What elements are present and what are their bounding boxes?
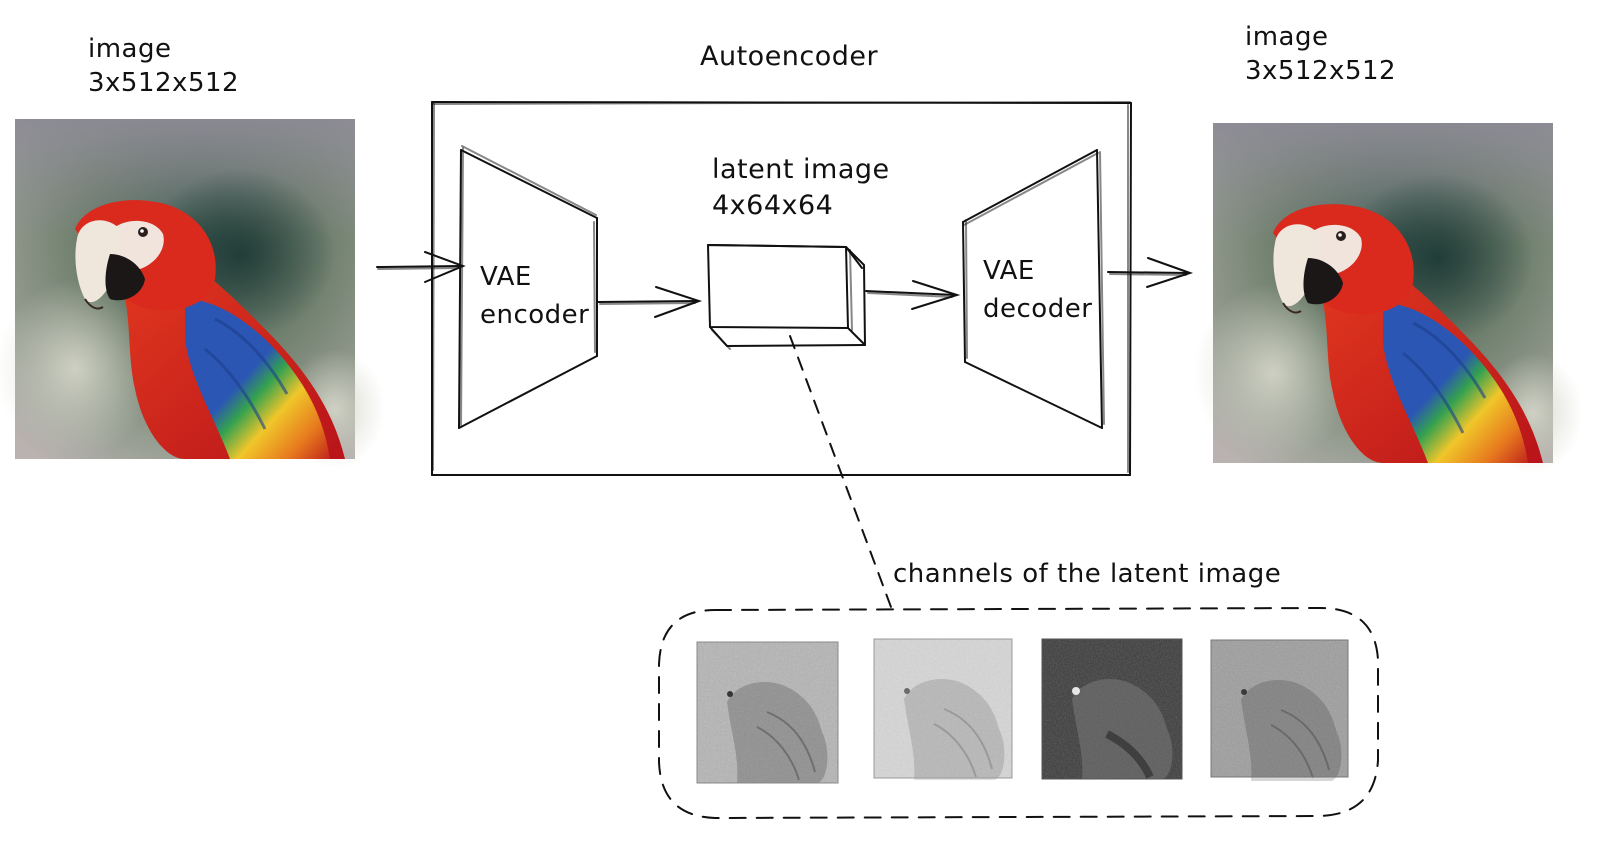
input-image [0,117,387,471]
output-image-caption: image 3x512x512 [1245,20,1396,88]
latent-channel-3 [1041,638,1183,780]
arrow-input-to-encoder [376,251,466,283]
output-image-label: image [1245,22,1329,52]
latent-cube [707,244,866,350]
encoder-label-line1: VAE [480,262,532,292]
latent-caption: latent image 4x64x64 [712,152,890,224]
arrow-latent-to-decoder [865,280,961,310]
autoencoder-box [431,101,1132,476]
latent-channel-4 [1210,639,1349,782]
latent-dims: 4x64x64 [712,190,834,221]
latent-channel-1 [696,641,839,784]
decoder-label-line2: decoder [983,294,1093,324]
vae-encoder-shape [458,145,598,429]
arrow-decoder-to-output [1107,257,1194,288]
decoder-label-line1: VAE [983,256,1035,286]
channels-label: channels of the latent image [893,559,1282,589]
dashed-connector [789,335,892,608]
latent-label: latent image [712,154,890,185]
channels-container [658,606,1379,820]
latent-channel-2 [873,638,1013,781]
input-image-caption: image 3x512x512 [88,32,239,100]
encoder-label-line2: encoder [480,300,590,330]
input-image-dims: 3x512x512 [88,68,240,98]
input-image-label: image [88,34,172,64]
output-image-dims: 3x512x512 [1245,56,1397,86]
encoder-caption: VAE encoder [480,258,589,334]
diagram-title: Autoencoder [700,41,879,72]
output-image [1191,121,1585,475]
vae-decoder-shape [962,149,1105,429]
decoder-caption: VAE decoder [983,252,1092,328]
arrow-encoder-to-latent [597,286,703,318]
arrows [376,251,1194,318]
